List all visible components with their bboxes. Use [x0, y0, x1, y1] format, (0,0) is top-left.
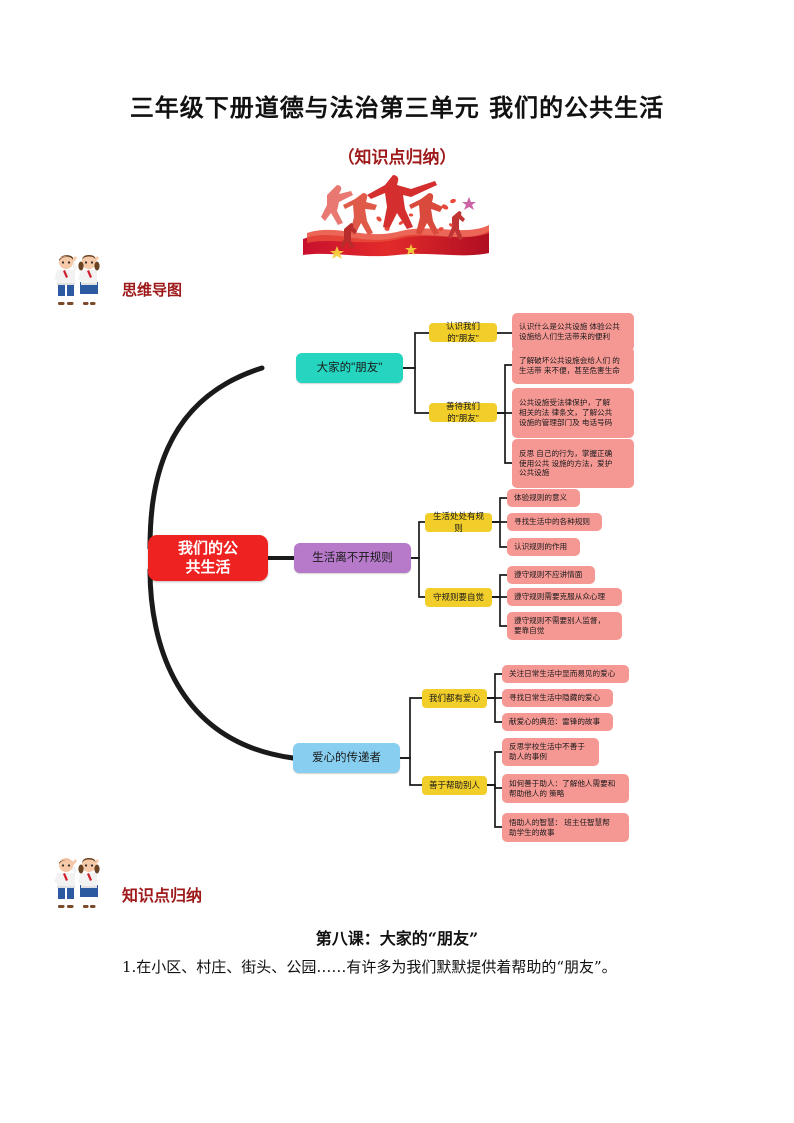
mindmap-leaf-3-2-2[interactable]: 如何善于助人：了解他人需要和 帮助他人的 策略 — [502, 774, 629, 803]
mindmap-leaf-2-1-3[interactable]: 认识规则的作用 — [507, 538, 580, 556]
section-label-knowledge: 知识点归纳 — [122, 886, 203, 905]
note-paragraph-1: 1.在小区、村庄、街头、公园……有许多为我们默默提供着帮助的“朋友”。 — [122, 958, 617, 976]
mindmap-leaf-3-1-2[interactable]: 寻找日常生活中隐藏的爱心 — [502, 689, 613, 707]
mindmap-leaf-2-2-2[interactable]: 遵守规则需要克服从众心理 — [507, 588, 622, 606]
saluting-students-icon-2 — [54, 858, 100, 908]
mindmap-leaf-1-2-3[interactable]: 反思 自己的行为，掌握正确 使用公共 设施的方法，爱护 公共设施 — [512, 439, 634, 488]
mindmap-leaf-1-2-1[interactable]: 了解破坏公共设施会给人们 的 生活带 来不便，甚至危害生命 — [512, 347, 634, 384]
mindmap-leaf-1-1-1[interactable]: 认识什么是公共设施 体验公共 设施给人们生活带来的便利 — [512, 313, 634, 351]
mindmap-center-node[interactable]: 我们的公 共生活 — [148, 535, 268, 581]
mindmap-branch-3[interactable]: 爱心的传递者 — [293, 743, 400, 773]
page-subtitle: （知识点归纳） — [337, 148, 457, 168]
mindmap-sub-3-2[interactable]: 善于帮助别人 — [422, 776, 487, 795]
mindmap-branch-1[interactable]: 大家的"朋友" — [296, 353, 403, 383]
mindmap-leaf-3-2-3[interactable]: 悟助人的智慧： 班主任智慧帮 助学生的故事 — [502, 813, 629, 842]
page-title: 三年级下册道德与法治第三单元 我们的公共生活 — [129, 93, 665, 122]
mindmap-sub-2-2[interactable]: 守规则要自觉 — [425, 588, 492, 607]
patriotic-runners-illustration — [303, 175, 489, 259]
mindmap-leaf-2-2-1[interactable]: 遵守规则不应讲情面 — [507, 566, 595, 584]
mindmap-leaf-3-2-1[interactable]: 反思学校生活中不善于 助人的事例 — [502, 738, 599, 766]
mindmap-leaf-3-1-3[interactable]: 献爱心的典范：雷锋的故事 — [502, 713, 613, 731]
mindmap-sub-1-1[interactable]: 认识我们的"朋友" — [429, 321, 497, 343]
mindmap-leaf-2-1-2[interactable]: 寻找生活中的各种规则 — [507, 513, 602, 531]
mindmap-sub-2-1[interactable]: 生活处处有规则 — [425, 511, 492, 533]
lesson-title: 第八课：大家的“朋友” — [315, 929, 479, 948]
mindmap-connectors — [147, 332, 514, 828]
mindmap: 我们的公 共生活 大家的"朋友" 认识我们的"朋友" 认识什么是公共设施 体验公… — [0, 290, 700, 860]
section-label-mindmap: 思维导图 — [122, 281, 183, 299]
mindmap-leaf-1-2-2[interactable]: 公共设施受法律保护，了解 相关的法 律条文，了解公共 设施的管理部门及 电话号码 — [512, 388, 634, 438]
mindmap-leaf-3-1-1[interactable]: 关注日常生活中显而易见的爱心 — [502, 665, 629, 683]
saluting-students-icon-1 — [54, 255, 100, 305]
mindmap-sub-1-2[interactable]: 善待我们的"朋友" — [429, 401, 497, 423]
mindmap-leaf-2-1-1[interactable]: 体验规则的意义 — [507, 489, 580, 507]
mindmap-branch-2[interactable]: 生活离不开规则 — [294, 543, 411, 573]
mindmap-sub-3-1[interactable]: 我们都有爱心 — [422, 689, 487, 708]
mindmap-leaf-2-2-3[interactable]: 遵守规则不需要别人监督， 要靠自觉 — [507, 612, 622, 640]
